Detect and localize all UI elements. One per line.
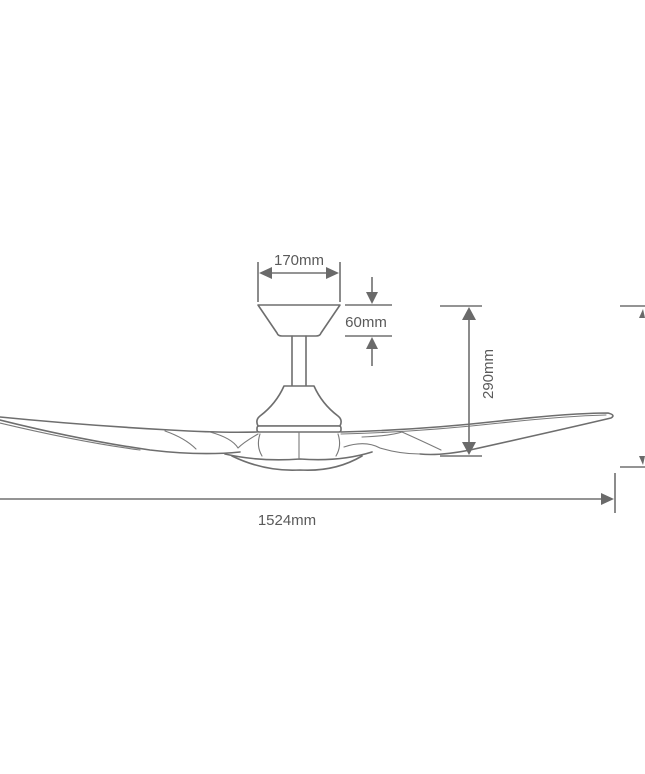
canopy-height-dimension: 60mm [345, 277, 392, 366]
arrow-down-icon [366, 292, 378, 304]
arrow-down-icon [639, 456, 645, 465]
canopy-height-label: 60mm [345, 314, 387, 331]
arrow-right-icon [326, 267, 339, 279]
arrow-up-icon [462, 307, 476, 320]
fan-drop-label: 290mm [480, 349, 497, 399]
arrow-right-icon [601, 493, 614, 505]
downrod [291, 335, 307, 387]
motor-rim [256, 425, 342, 433]
overall-height-dimension [620, 305, 645, 468]
arrow-left-icon [259, 267, 272, 279]
canopy-width-label: 170mm [274, 252, 324, 269]
fan-blades [0, 412, 614, 472]
blade-span-label: 1524mm [258, 512, 316, 529]
arrow-down-icon [462, 442, 476, 455]
canopy [257, 304, 341, 337]
blade-span-dimension: 1524mm [0, 473, 616, 529]
arrow-up-icon [366, 337, 378, 349]
motor-housing [256, 385, 342, 427]
fan-drop-dimension: 290mm [440, 305, 497, 457]
arrow-up-icon [639, 309, 645, 318]
canopy-width-dimension: 170mm [257, 252, 341, 302]
